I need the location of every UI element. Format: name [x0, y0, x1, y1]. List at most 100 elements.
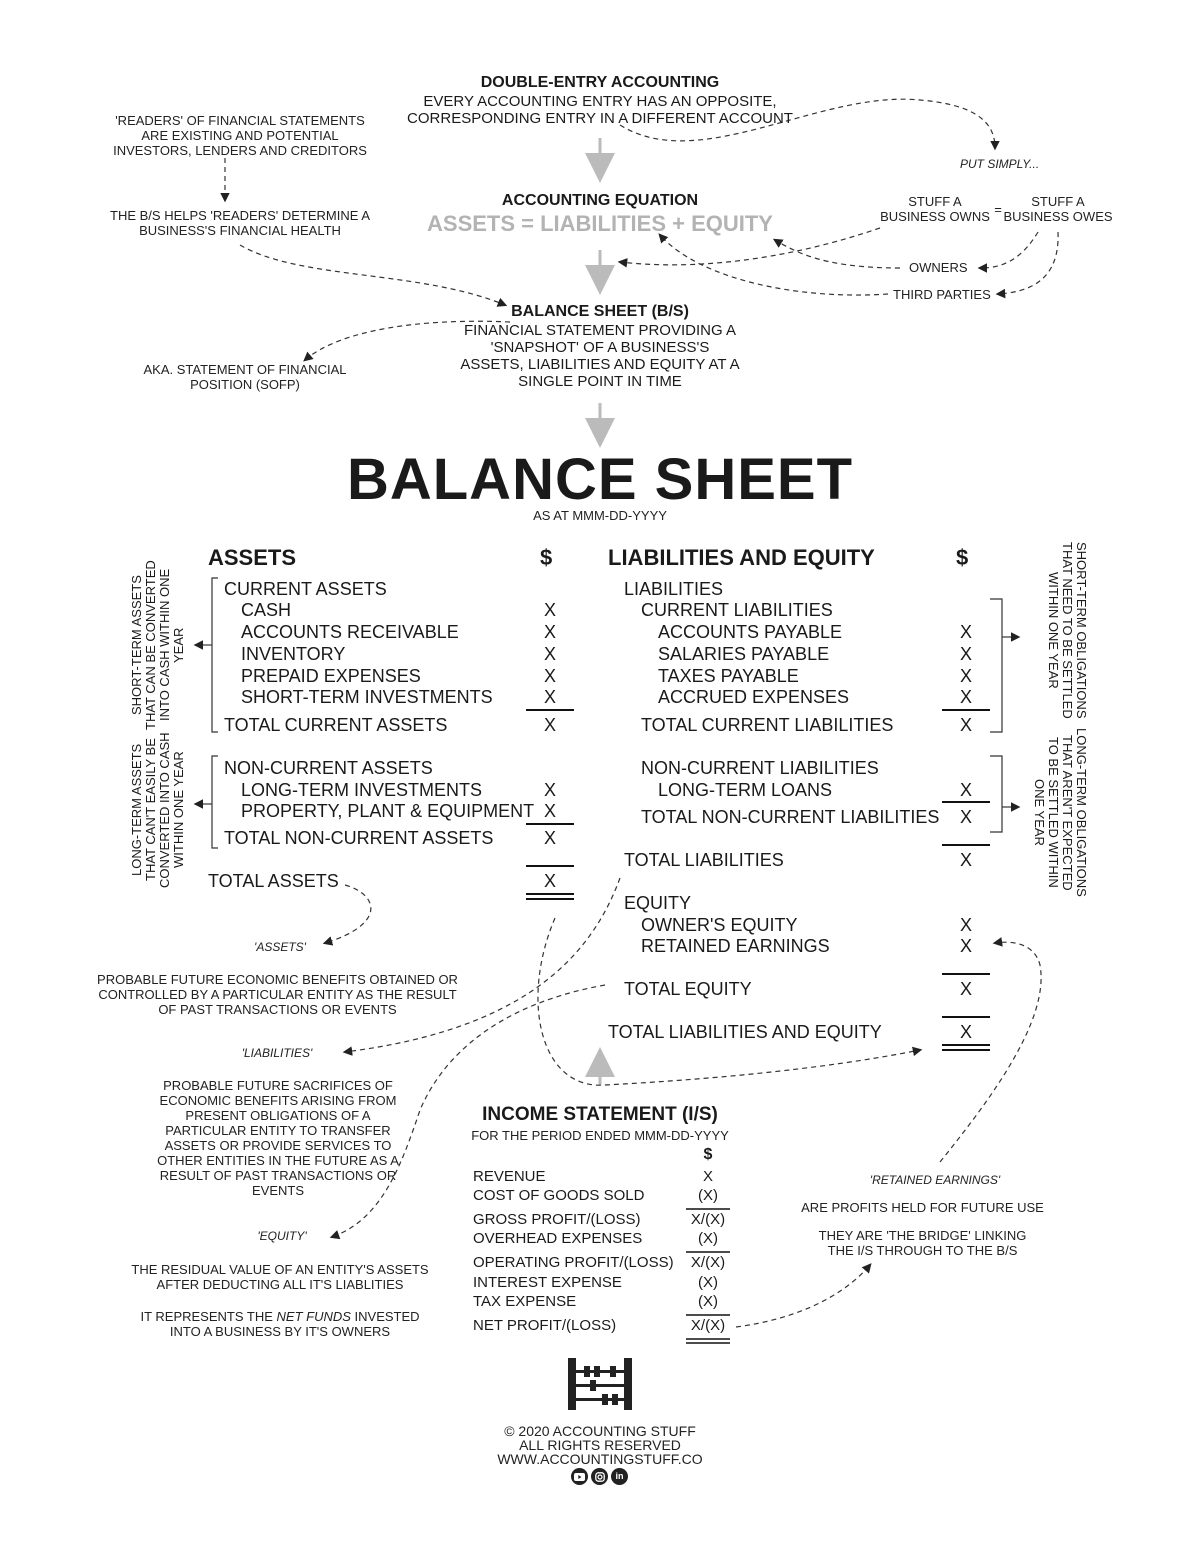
double-entry-title: DOUBLE-ENTRY ACCOUNTING — [480, 74, 720, 91]
short-term-liabilities-note: SHORT-TERM OBLIGATIONS THAT NEED TO BE S… — [1046, 541, 1089, 719]
asset-label-inventory: INVENTORY — [241, 644, 346, 664]
accounting-equation-title: ACCOUNTING EQUATION — [501, 192, 699, 209]
equity-value-retained: X — [959, 936, 972, 956]
double-entry-desc: EVERY ACCOUNTING ENTRY HAS AN OPPOSITE, … — [407, 93, 793, 127]
liability-label-accrued: ACCRUED EXPENSES — [658, 687, 850, 707]
current-assets-heading: CURRENT ASSETS — [224, 579, 387, 599]
put-simply-label: PUT SIMPLY... — [960, 157, 1040, 171]
equity-term: 'EQUITY' — [257, 1229, 307, 1243]
liability-label-lt-loans: LONG-TERM LOANS — [658, 780, 833, 800]
is-value-cogs: (X) — [698, 1187, 718, 1204]
is-value-interest: (X) — [698, 1274, 718, 1291]
asset-value-lt-investments: X — [543, 780, 556, 800]
liability-value-accrued: X — [959, 687, 972, 707]
noncurrent-liabilities-heading: NON-CURRENT LIABILITIES — [641, 758, 879, 778]
linkedin-icon[interactable]: in — [611, 1468, 628, 1485]
total-noncurrent-liabilities-label: TOTAL NON-CURRENT LIABILITIES — [641, 807, 940, 827]
rights-reserved: ALL RIGHTS RESERVED — [519, 1437, 681, 1453]
total-current-assets-label: TOTAL CURRENT ASSETS — [224, 715, 448, 735]
asset-label-lt-investments: LONG-TERM INVESTMENTS — [241, 780, 483, 800]
income-statement-currency: $ — [703, 1146, 713, 1163]
is-label-cogs: COST OF GOODS SOLD — [473, 1187, 645, 1204]
asset-label-st-investments: SHORT-TERM INVESTMENTS — [241, 687, 493, 707]
total-current-liabilities-label: TOTAL CURRENT LIABILITIES — [641, 715, 894, 735]
asset-label-prepaid: PREPAID EXPENSES — [241, 666, 421, 686]
liability-value-lt-loans: X — [959, 780, 972, 800]
brackets — [193, 577, 1021, 849]
bs-def-desc: FINANCIAL STATEMENT PROVIDING A 'SNAPSHO… — [460, 322, 740, 390]
noncurrent-assets-heading: NON-CURRENT ASSETS — [224, 758, 433, 778]
is-value-operating-profit: X/(X) — [690, 1254, 726, 1271]
equity-definition: THE RESIDUAL VALUE OF AN ENTITY'S ASSETS… — [131, 1262, 429, 1292]
retained-earnings-bridge: THEY ARE 'THE BRIDGE' LINKING THE I/S TH… — [818, 1228, 1027, 1258]
assets-heading: ASSETS — [208, 545, 297, 570]
retained-earnings-definition: ARE PROFITS HELD FOR FUTURE USE — [801, 1200, 1044, 1215]
asset-value-ppe: X — [543, 801, 556, 821]
asset-value-prepaid: X — [543, 666, 556, 686]
income-statement-subtitle: FOR THE PERIOD ENDED MMM-DD-YYYY — [471, 1128, 729, 1143]
bs-def-title: BALANCE SHEET (B/S) — [511, 303, 689, 320]
third-parties-label: THIRD PARTIES — [893, 287, 991, 302]
total-current-assets-value: X — [543, 715, 556, 735]
total-liabilities-equity-label: TOTAL LIABILITIES AND EQUITY — [608, 1022, 882, 1042]
equity-label-retained: RETAINED EARNINGS — [641, 936, 830, 956]
total-liabilities-value: X — [959, 850, 972, 870]
short-term-assets-note: SHORT-TERM ASSETS THAT CAN BE CONVERTED … — [129, 560, 186, 730]
asset-value-inventory: X — [543, 644, 556, 664]
assets-term: 'ASSETS' — [254, 940, 306, 954]
total-noncurrent-assets-value: X — [543, 828, 556, 848]
total-assets-label: TOTAL ASSETS — [208, 871, 339, 891]
liability-value-taxes: X — [959, 666, 972, 686]
total-noncurrent-liabilities-value: X — [959, 807, 972, 827]
is-label-revenue: REVENUE — [473, 1168, 546, 1185]
liabilities-term: 'LIABILITIES' — [241, 1046, 313, 1060]
is-label-tax: TAX EXPENSE — [473, 1293, 577, 1310]
asset-label-ar: ACCOUNTS RECEIVABLE — [241, 622, 459, 642]
total-equity-label: TOTAL EQUITY — [624, 979, 752, 999]
asset-value-cash: X — [543, 600, 556, 620]
equity-def2-em: NET FUNDS — [276, 1309, 351, 1324]
owners-label: OWNERS — [909, 260, 968, 275]
bs-helps-note: THE B/S HELPS 'READERS' DETERMINE A BUSI… — [110, 208, 370, 238]
is-label-net-profit: NET PROFIT/(LOSS) — [473, 1317, 617, 1334]
equity-definition-2: IT REPRESENTS THE NET FUNDS INVESTED INT… — [140, 1309, 420, 1339]
liability-label-salaries: SALARIES PAYABLE — [658, 644, 830, 664]
website-link[interactable]: WWW.ACCOUNTINGSTUFF.CO — [497, 1451, 703, 1467]
equity-label-owners: OWNER'S EQUITY — [641, 915, 798, 935]
liability-value-salaries: X — [959, 644, 972, 664]
is-value-gross-profit: X/(X) — [690, 1211, 726, 1228]
equity-heading: EQUITY — [624, 893, 692, 913]
total-liabilities-equity-value: X — [959, 1022, 972, 1042]
is-value-overhead: (X) — [698, 1230, 718, 1247]
liabilities-currency: $ — [956, 545, 969, 570]
is-value-tax: (X) — [698, 1293, 718, 1310]
instagram-icon[interactable] — [591, 1468, 608, 1485]
equity-value-owners: X — [959, 915, 972, 935]
liabilities-definition: PROBABLE FUTURE SACRIFICES OF ECONOMIC B… — [157, 1078, 399, 1198]
total-current-liabilities-value: X — [959, 715, 972, 735]
total-assets-value: X — [543, 871, 556, 891]
readers-note: 'READERS' OF FINANCIAL STATEMENTS ARE EX… — [113, 113, 367, 158]
aka-note: AKA. STATEMENT OF FINANCIAL POSITION (SO… — [143, 362, 347, 392]
is-value-revenue: X — [702, 1168, 713, 1185]
social-links: in — [571, 1468, 631, 1486]
is-rules — [686, 1208, 730, 1344]
stuff-owns-label: STUFF A BUSINESS OWNS — [880, 194, 990, 224]
assets-currency: $ — [540, 545, 553, 570]
youtube-icon[interactable] — [571, 1468, 588, 1485]
long-term-liabilities-note: LONG-TERM OBLIGATIONS THAT AREN'T EXPECT… — [1032, 728, 1089, 897]
is-value-net-profit: X/(X) — [690, 1317, 726, 1334]
equals-sign: = — [994, 202, 1002, 217]
assets-definition: PROBABLE FUTURE ECONOMIC BENEFITS OBTAIN… — [97, 972, 458, 1017]
long-term-assets-note: LONG-TERM ASSETS THAT CAN'T EASILY BE CO… — [129, 732, 186, 888]
total-noncurrent-assets-label: TOTAL NON-CURRENT ASSETS — [224, 828, 494, 848]
liability-value-ap: X — [959, 622, 972, 642]
is-label-operating-profit: OPERATING PROFIT/(LOSS) — [473, 1254, 674, 1271]
liability-label-taxes: TAXES PAYABLE — [658, 666, 799, 686]
is-label-overhead: OVERHEAD EXPENSES — [473, 1230, 643, 1247]
liabilities-equity-heading: LIABILITIES AND EQUITY — [608, 545, 875, 570]
retained-earnings-term: 'RETAINED EARNINGS' — [869, 1173, 1001, 1187]
asset-value-st-investments: X — [543, 687, 556, 707]
liability-label-ap: ACCOUNTS PAYABLE — [658, 622, 843, 642]
